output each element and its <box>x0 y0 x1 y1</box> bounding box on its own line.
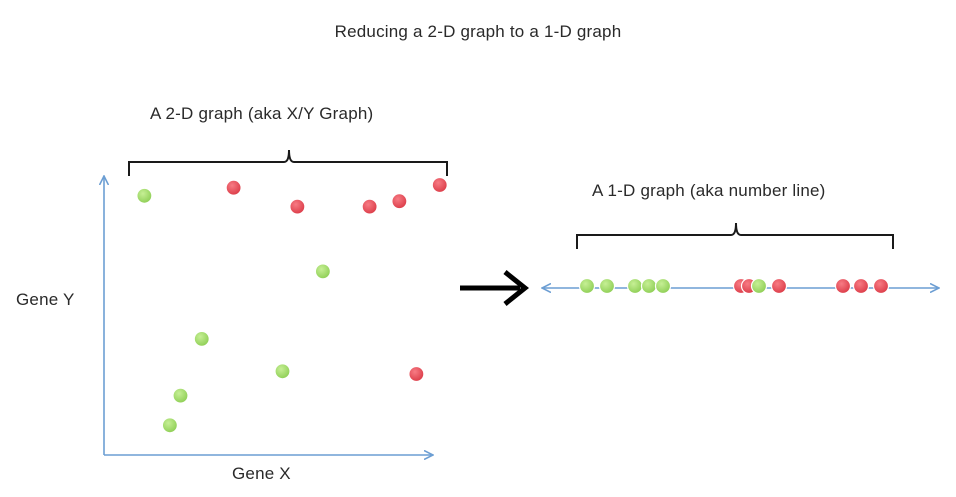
point-2d-green <box>161 417 178 434</box>
graph-1d-caption: A 1-D graph (aka number line) <box>592 181 826 200</box>
slide-title: Reducing a 2-D graph to a 1-D graph <box>334 22 622 41</box>
point-1d-green <box>578 277 596 295</box>
point-1d-red <box>834 277 852 295</box>
point-2d-red <box>361 198 378 215</box>
point-2d-red <box>289 198 306 215</box>
point-1d-red <box>770 277 788 295</box>
point-1d-green <box>640 277 658 295</box>
point-1d-red <box>872 277 890 295</box>
graph-2d-caption: A 2-D graph (aka X/Y Graph) <box>150 104 374 123</box>
point-2d-red <box>431 176 448 194</box>
point-2d-red <box>391 193 408 210</box>
x-axis-label: Gene X <box>232 464 291 483</box>
bracket-2d <box>128 149 448 176</box>
point-2d-green <box>274 363 291 380</box>
point-2d-green <box>193 330 210 347</box>
point-2d-green <box>314 263 331 280</box>
points-1d <box>578 277 890 295</box>
reduction-arrow <box>460 270 530 306</box>
points-2d <box>136 176 448 434</box>
point-1d-green <box>626 277 644 295</box>
point-2d-green <box>172 387 189 404</box>
point-1d-red <box>852 277 870 295</box>
y-axis-label: Gene Y <box>16 290 75 309</box>
bracket-1d <box>576 222 894 249</box>
point-1d-green <box>750 277 768 295</box>
point-2d-green <box>136 187 153 204</box>
point-1d-green <box>654 277 672 295</box>
point-2d-red <box>225 179 242 196</box>
point-2d-red <box>408 365 425 383</box>
point-1d-green <box>598 277 616 295</box>
